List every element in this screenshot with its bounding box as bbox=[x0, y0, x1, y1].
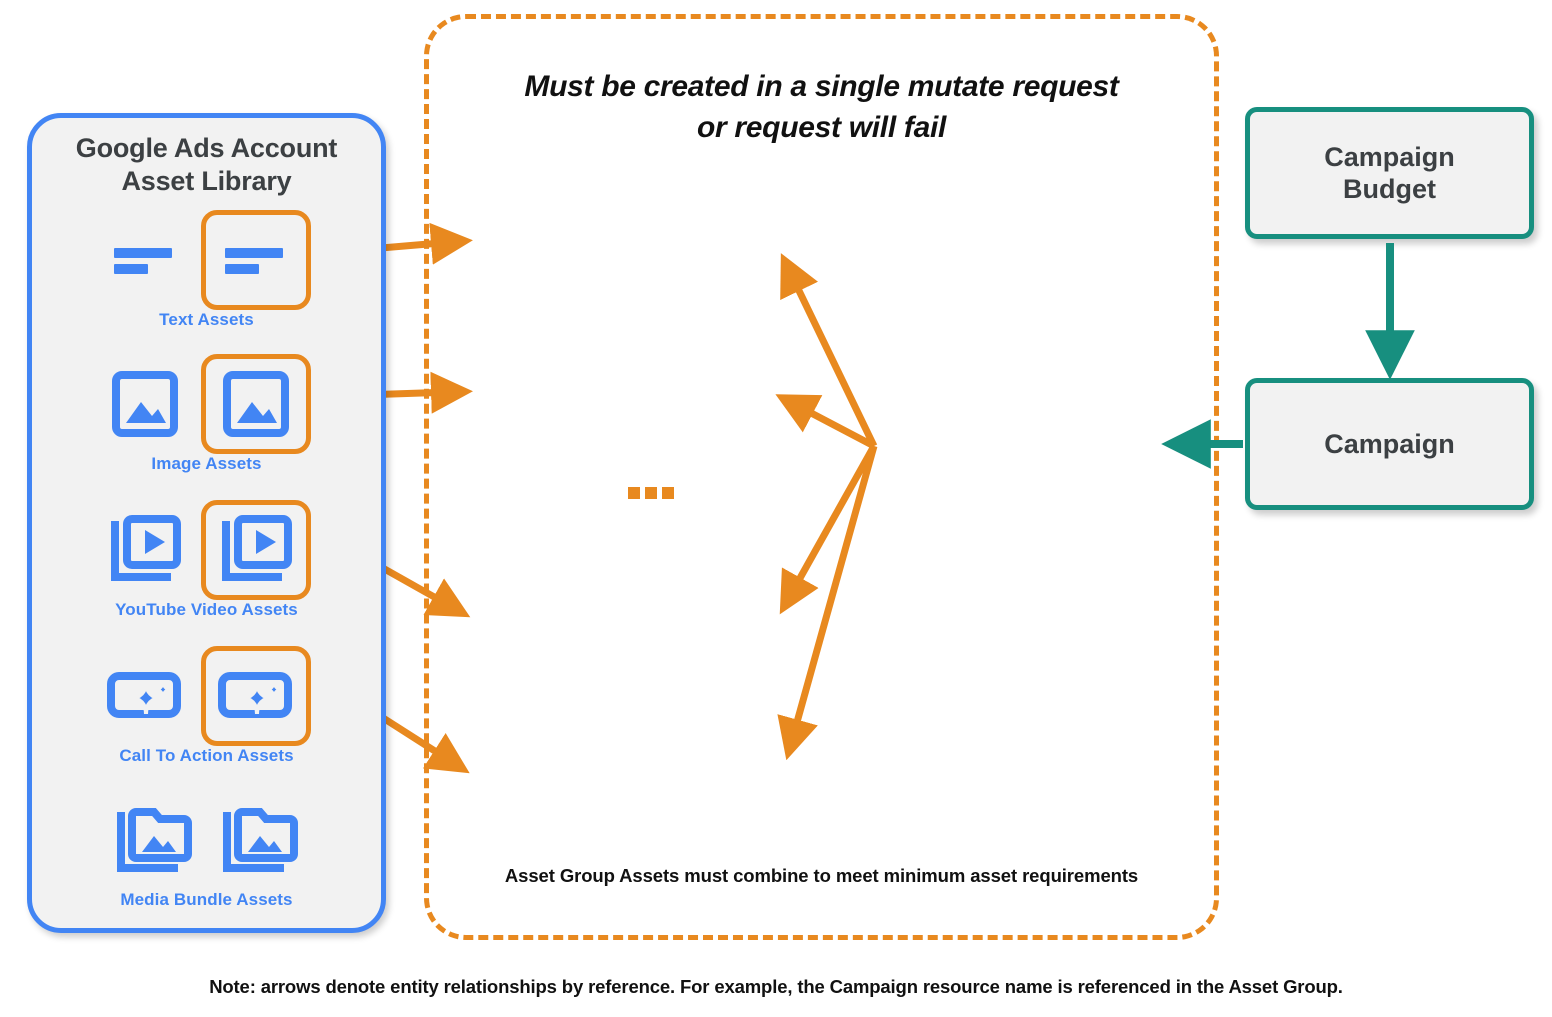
mutate-title-line2: or request will fail bbox=[696, 110, 947, 144]
ellipsis-dot bbox=[662, 487, 674, 499]
library-item-label-text-assets: Text Assets bbox=[159, 310, 254, 329]
youtube-video-asset-icon bbox=[103, 508, 187, 592]
ellipsis-dot bbox=[628, 487, 640, 499]
campaign-node-label: Campaign bbox=[1324, 428, 1455, 459]
library-item-label-youtube-video-assets: YouTube Video Assets bbox=[115, 600, 298, 619]
campaign-budget-line1: Campaign bbox=[1324, 141, 1455, 172]
library-item-label-image-assets: Image Assets bbox=[151, 454, 262, 473]
youtube-video-assets-icons bbox=[32, 500, 381, 600]
mutate-title-line1: Must be created in a single mutate reque… bbox=[524, 70, 1119, 103]
library-item-label-media-bundle-assets: Media Bundle Assets bbox=[120, 890, 293, 909]
library-item-youtube-video-assets[interactable]: YouTube Video Assets bbox=[32, 500, 381, 632]
media-bundle-assets-icons bbox=[32, 790, 381, 890]
image-asset-icon bbox=[103, 362, 187, 446]
call-to-action-asset-icon bbox=[103, 654, 187, 738]
campaign-budget-node-label: Campaign Budget bbox=[1324, 141, 1455, 206]
text-assets-icons bbox=[32, 210, 381, 310]
mutate-request-container: Must be created in a single mutate reque… bbox=[424, 14, 1219, 940]
media-bundle-asset-icon bbox=[112, 798, 196, 882]
asset-library-title-line2: Asset Library bbox=[121, 165, 292, 196]
asset-library-title-line1: Google Ads Account bbox=[75, 133, 338, 163]
library-item-label-call-to-action-assets: Call To Action Assets bbox=[119, 746, 294, 765]
library-item-media-bundle-assets[interactable]: Media Bundle Assets bbox=[32, 790, 381, 922]
text-asset-icon-selected[interactable] bbox=[200, 210, 311, 310]
diagram-note: Note: arrows denote entity relationships… bbox=[209, 976, 1343, 997]
mutate-request-title: Must be created in a single mutate reque… bbox=[459, 67, 1184, 148]
youtube-video-asset-icon-selected[interactable] bbox=[200, 500, 311, 600]
library-item-call-to-action-assets[interactable]: Call To Action Assets bbox=[32, 646, 381, 778]
campaign-node[interactable]: Campaign bbox=[1245, 378, 1534, 510]
campaign-budget-line2: Budget bbox=[1343, 174, 1436, 204]
library-item-text-assets[interactable]: Text Assets bbox=[32, 210, 381, 342]
image-assets-icons bbox=[32, 354, 381, 454]
ellipsis-indicator bbox=[628, 487, 674, 499]
text-asset-icon bbox=[103, 218, 187, 302]
media-bundle-asset-icon-2 bbox=[218, 798, 302, 882]
campaign-budget-node[interactable]: Campaign Budget bbox=[1245, 107, 1534, 239]
image-asset-icon-selected[interactable] bbox=[200, 354, 311, 454]
call-to-action-asset-icon-selected[interactable] bbox=[200, 646, 311, 746]
asset-library-title: Google Ads Account Asset Library bbox=[32, 132, 381, 198]
call-to-action-assets-icons bbox=[32, 646, 381, 746]
asset-library-panel: Google Ads Account Asset Library bbox=[27, 113, 386, 933]
library-item-image-assets[interactable]: Image Assets bbox=[32, 354, 381, 486]
ellipsis-dot bbox=[645, 487, 657, 499]
mutate-request-footnote: Asset Group Assets must combine to meet … bbox=[504, 865, 1139, 886]
